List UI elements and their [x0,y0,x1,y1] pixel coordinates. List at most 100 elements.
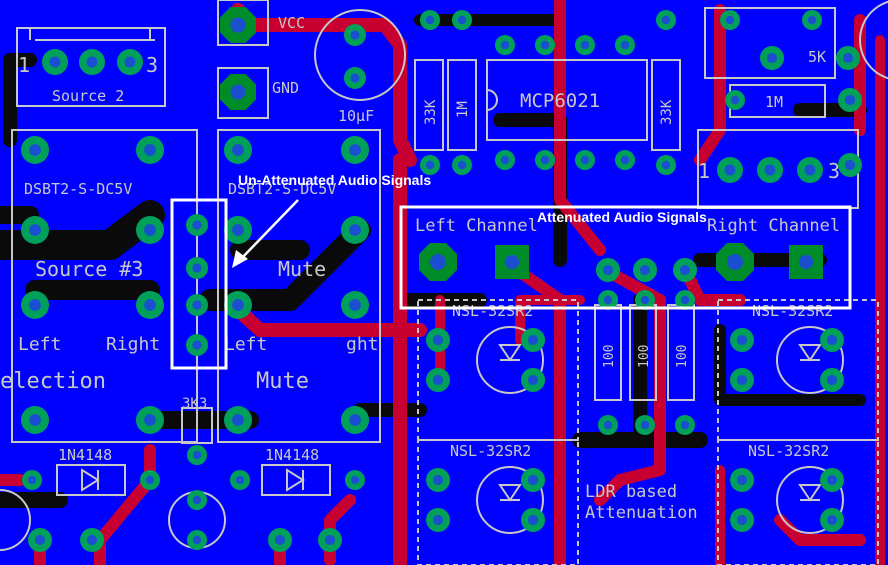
pad-32 [21,216,49,244]
label-resistor-33k-right: 33K [659,99,675,125]
pad-1 [79,49,105,75]
pad-90 [838,88,862,112]
annotation-arrow [237,199,299,263]
label-right-channel: Right Channel [707,216,840,236]
label-left: Left [18,334,61,355]
label-left-mid: Left [224,334,267,355]
pad-83 [187,445,207,465]
label-source-3: Source #3 [35,257,143,281]
pad-40 [224,216,252,244]
pad-78 [820,508,844,532]
pad-43 [341,291,369,319]
pad-29 [797,157,823,183]
pad-81 [230,470,250,490]
pad-30 [21,136,49,164]
label-pot-5k: 5K [808,48,826,66]
label-pin1: 1 [18,53,30,77]
pad-15 [495,150,515,170]
pad-14 [615,35,635,55]
pad-49 [186,334,208,356]
pad-76 [521,508,545,532]
pad-10 [452,155,472,175]
pad-89 [28,528,52,552]
label-resistor-3k3: 3K3 [182,396,207,412]
pad-11 [495,35,515,55]
pad-48 [186,294,208,316]
label-relay-left: DSBT2-S-DC5V [24,180,132,198]
pad-47 [186,257,208,279]
pad-73 [730,468,754,492]
unattenuated-label: Un-Attenuated Audio Signals [238,172,431,188]
label-capacitor: 10µF [338,107,374,125]
pad-62 [820,368,844,392]
label-ldr-1: LDR based [585,482,677,502]
pad-82 [345,470,365,490]
pad-68 [598,415,618,435]
pad-52 [596,258,620,282]
pad-0 [42,49,68,75]
label-gnd: GND [272,79,299,97]
pad-13 [575,35,595,55]
annotations: Un-Attenuated Audio Signals Attenuated A… [170,172,852,370]
silkscreen-text: 1 3 Source 2 VCC GND 10µF 33K 1M MCP6021… [0,14,840,523]
pad-7 [420,10,440,30]
pad-56 [789,245,823,279]
label-opamp: MCP6021 [520,90,600,112]
label-pin3: 3 [146,53,158,77]
pad-71 [426,468,450,492]
pad-64 [521,368,545,392]
pad-16 [535,150,555,170]
label-source-2: Source 2 [52,87,124,105]
pad-46 [186,214,208,236]
attenuated-highlight-box [399,205,852,310]
label-resistor-100-2: 100 [637,345,652,368]
label-right-mid: ght [346,334,379,355]
pad-20 [656,155,676,175]
pad-79 [22,470,42,490]
pad-2 [117,49,143,75]
pad-63 [521,328,545,352]
pad-57 [426,328,450,352]
pad-58 [426,368,450,392]
pad-53 [633,258,657,282]
pad-37 [136,406,164,434]
label-diode-mid: 1N4148 [265,446,319,464]
pad-54 [673,258,697,282]
label-selection: election [0,369,106,394]
unattenuated-highlight-box [170,198,228,370]
pad-9 [420,155,440,175]
label-resistor-1m-left: 1M [455,101,471,118]
label-mute-bottom: Mute [256,369,309,394]
label-left-channel: Left Channel [415,216,538,236]
pad-67 [675,290,695,310]
pad-31 [136,136,164,164]
pad-17 [575,150,595,170]
label-right: Right [106,334,160,355]
pads-and-vias [21,7,862,552]
label-nsl-1: NSL-32SR2 [452,302,533,320]
label-resistor-33k-left: 33K [423,99,439,125]
label-nsl-4: NSL-32SR2 [748,442,829,460]
pad-23 [802,10,822,30]
pad-33 [136,216,164,244]
pad-6 [344,67,366,89]
pad-39 [341,136,369,164]
pad-85 [187,530,207,550]
pad-61 [820,328,844,352]
pad-80 [140,470,160,490]
pad-3 [220,7,256,43]
pad-18 [615,150,635,170]
pad-50 [419,243,457,281]
label-ldr-2: Attenuation [585,503,698,523]
pad-22 [760,46,784,70]
attenuated-label: Attenuated Audio Signals [537,209,707,225]
pad-87 [268,528,292,552]
pad-45 [341,406,369,434]
pad-24 [836,46,860,70]
annotation-arrow-head [232,250,248,268]
pad-86 [80,528,104,552]
pad-12 [535,35,555,55]
pad-44 [224,406,252,434]
pad-88 [318,528,342,552]
